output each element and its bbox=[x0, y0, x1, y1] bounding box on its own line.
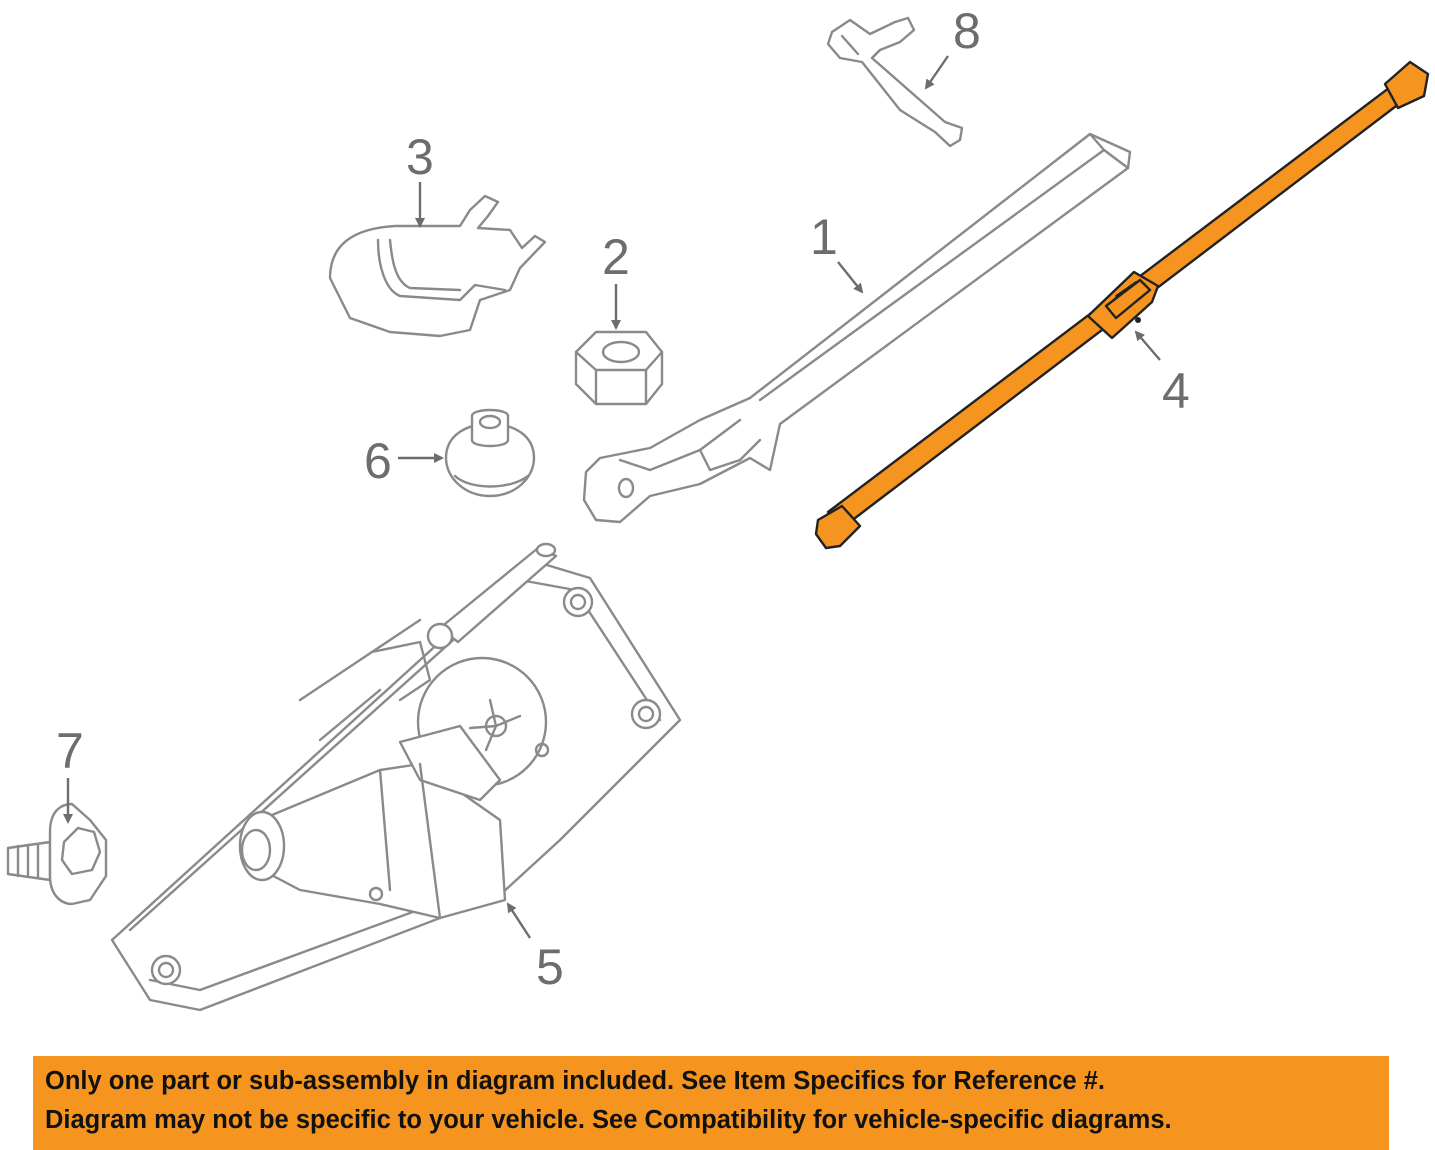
callout-7: 7 bbox=[56, 723, 84, 779]
disclaimer-line-1: Only one part or sub-assembly in diagram… bbox=[45, 1067, 1105, 1095]
callout-6: 6 bbox=[364, 433, 392, 489]
callout-arrow-5 bbox=[506, 902, 532, 939]
disclaimer-line-2: Diagram may not be specific to your vehi… bbox=[45, 1106, 1172, 1134]
part-4-wiper-blade bbox=[814, 60, 1430, 550]
part-3-cap bbox=[328, 194, 547, 338]
part-8-nozzle bbox=[826, 16, 964, 148]
disclaimer-banner: Only one part or sub-assembly in diagram… bbox=[33, 1056, 1389, 1150]
callout-arrow-1 bbox=[837, 261, 864, 294]
part-6-grommet bbox=[444, 408, 536, 498]
part-5-motor-assembly bbox=[110, 542, 682, 1012]
callout-8: 8 bbox=[953, 3, 981, 59]
callout-5: 5 bbox=[536, 939, 564, 995]
part-7-bolt bbox=[6, 802, 108, 906]
callout-4: 4 bbox=[1162, 363, 1190, 419]
callout-1: 1 bbox=[810, 209, 838, 265]
callout-2: 2 bbox=[602, 229, 630, 285]
callout-arrow-8 bbox=[924, 55, 949, 90]
callout-3: 3 bbox=[406, 129, 434, 185]
part-1-wiper-arm bbox=[582, 132, 1132, 524]
part-2-nut bbox=[574, 330, 664, 406]
callout-arrow-4 bbox=[1134, 330, 1161, 361]
